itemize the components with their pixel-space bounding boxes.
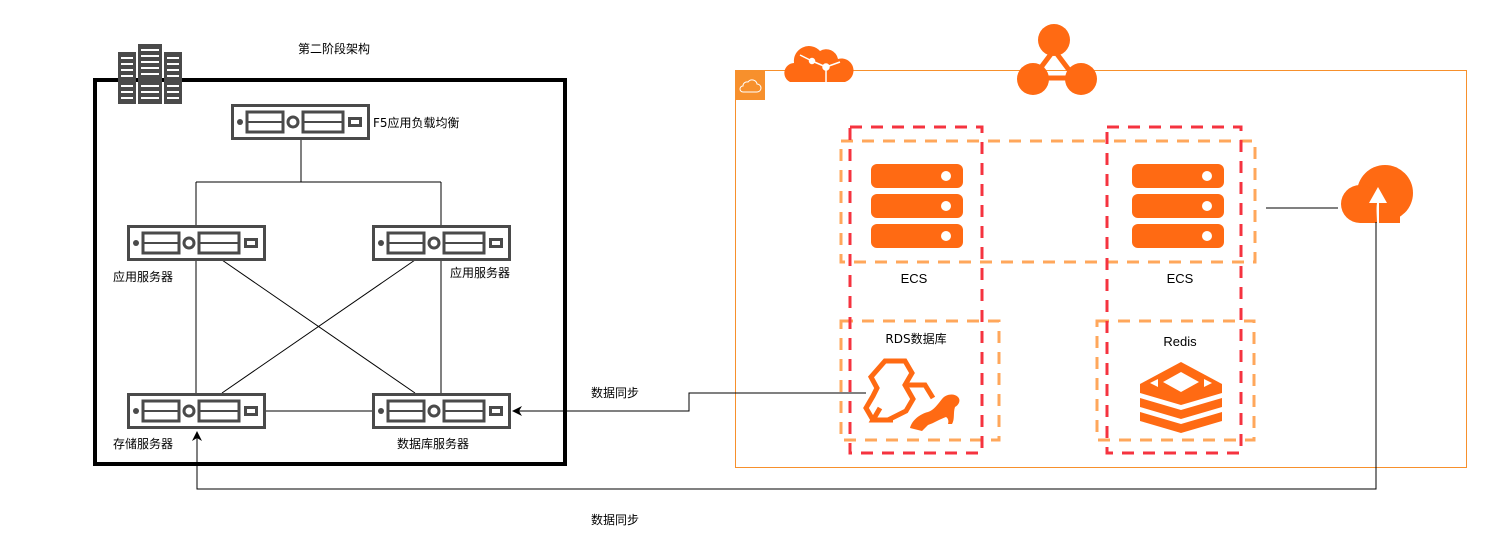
f5-label: F5应用负载均衡: [373, 115, 460, 130]
server-device-icon: [372, 225, 511, 261]
cloud-network-icon: [784, 46, 854, 82]
redis-label: Redis: [1163, 334, 1197, 349]
ecs-server-icon: [871, 164, 963, 248]
ecs-group-box: [839, 139, 1257, 264]
cloud-group-frame: [735, 70, 1467, 468]
app-server-2-label: 应用服务器: [450, 265, 510, 280]
server-device-icon: [127, 225, 266, 261]
sync-storage-edge: 数据同步: [192, 222, 1377, 527]
datacenter-icon: [118, 44, 182, 104]
diagram-title: 第二阶段架构: [298, 41, 370, 56]
zone-b-box: [1105, 125, 1243, 455]
ecs-1-label: ECS: [901, 271, 928, 286]
database-server-label: 数据库服务器: [397, 436, 469, 451]
topology-icon: [1017, 24, 1097, 95]
rds-mariadb-icon: [863, 358, 960, 431]
sync-storage-label: 数据同步: [591, 512, 639, 527]
server-device-icon: [372, 393, 511, 429]
app-server-1-label: 应用服务器: [113, 269, 173, 284]
sync-db-edge: 数据同步: [512, 385, 866, 416]
server-device-icon: [127, 393, 266, 429]
cloud-upload-icon[interactable]: [1341, 165, 1413, 223]
ecs-1[interactable]: ECS: [871, 164, 963, 286]
ecs-server-icon: [1132, 164, 1224, 248]
app-server-2[interactable]: 应用服务器: [372, 225, 511, 281]
dashed-groups: [839, 125, 1257, 455]
database-server[interactable]: 数据库服务器: [372, 393, 511, 452]
onprem-connectors: [195, 140, 442, 412]
storage-server[interactable]: 存储服务器: [113, 393, 266, 452]
rds-label: RDS数据库: [885, 331, 946, 346]
redis-icon: [1140, 362, 1222, 433]
zone-a-box: [848, 125, 984, 455]
ecs-2-label: ECS: [1167, 271, 1194, 286]
storage-server-label: 存储服务器: [113, 436, 173, 451]
onprem-frame: [93, 78, 567, 466]
ecs-2[interactable]: ECS: [1132, 164, 1224, 286]
redis-group-box: [1095, 319, 1256, 442]
app-server-1[interactable]: 应用服务器: [113, 225, 266, 285]
sync-db-label: 数据同步: [591, 385, 639, 400]
rds-group-box: [839, 319, 1001, 442]
rds-database[interactable]: RDS数据库: [863, 331, 960, 431]
redis-cache[interactable]: Redis: [1140, 334, 1222, 433]
server-device-icon: [231, 104, 370, 140]
f5-load-balancer[interactable]: F5应用负载均衡: [231, 104, 460, 140]
cloud-outline-icon: [735, 70, 765, 100]
